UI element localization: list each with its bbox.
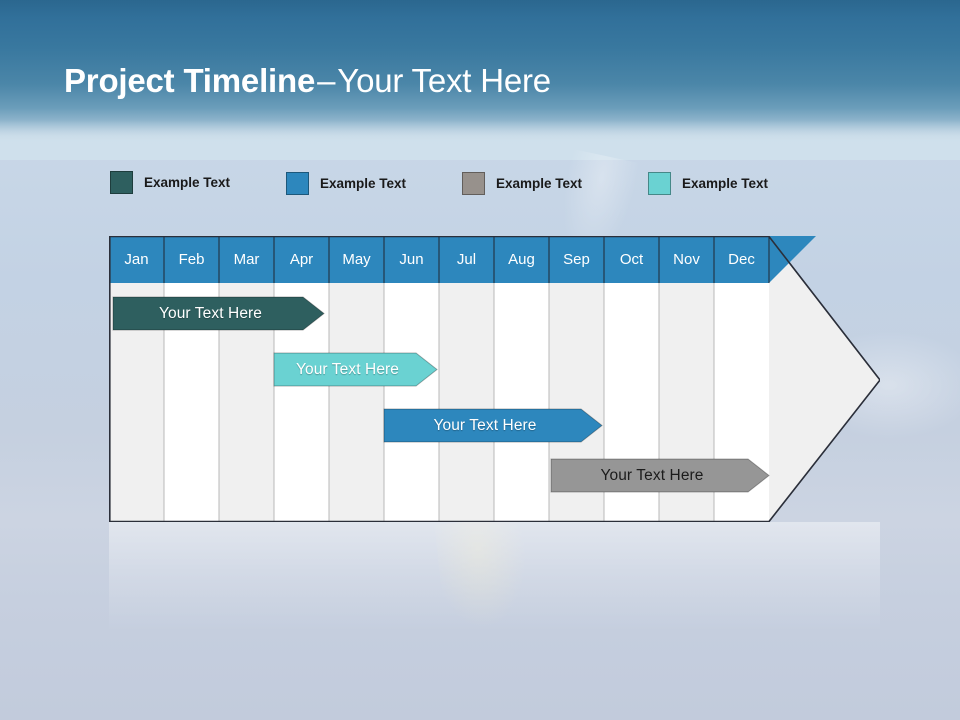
month-header-nov[interactable]: Nov bbox=[673, 251, 700, 268]
bar-shape-2 bbox=[273, 352, 438, 387]
timeline-bar-2[interactable]: Your Text Here bbox=[273, 352, 438, 387]
legend-item-2[interactable]: Example Text bbox=[286, 171, 406, 195]
month-header-wedge bbox=[769, 236, 816, 283]
month-header-oct[interactable]: Oct bbox=[619, 251, 644, 268]
legend-item-3[interactable]: Example Text bbox=[462, 171, 582, 195]
month-header-feb[interactable]: Feb bbox=[178, 251, 205, 268]
legend-label-3: Example Text bbox=[496, 175, 583, 191]
header-band bbox=[0, 0, 960, 143]
header-band-fade bbox=[0, 120, 960, 160]
legend-label-1: Example Text bbox=[144, 174, 231, 190]
page-title: Project Timeline–Your Text Here bbox=[64, 60, 551, 102]
legend-swatch-1 bbox=[110, 170, 133, 194]
legend-swatch-4 bbox=[648, 171, 671, 195]
month-header-aug[interactable]: Aug bbox=[508, 251, 535, 268]
legend-swatch-3 bbox=[462, 171, 485, 195]
bar-shape-3 bbox=[383, 408, 603, 443]
month-header-apr[interactable]: Apr bbox=[289, 251, 314, 268]
bar-shape-1 bbox=[112, 296, 325, 331]
bar-label-2: Your Text Here bbox=[295, 360, 400, 378]
bar-shape-4 bbox=[550, 458, 770, 493]
month-header-jan[interactable]: Jan bbox=[124, 251, 149, 268]
month-header-row: Jan Feb Mar Apr May Jun Jul Aug Sep Oct Nov Dec bbox=[109, 236, 770, 283]
month-header-sep[interactable]: Sep bbox=[563, 251, 590, 268]
bar-label-4: Your Text Here bbox=[600, 466, 704, 484]
bar-arrow-path-2 bbox=[273, 352, 438, 387]
month-header-mar[interactable]: Mar bbox=[233, 251, 260, 268]
month-column-Aug bbox=[494, 283, 549, 522]
month-header-jun[interactable]: Jun bbox=[399, 251, 424, 268]
bar-arrow-path-4 bbox=[550, 458, 770, 493]
legend-item-1[interactable]: Example Text bbox=[110, 170, 230, 194]
timeline-chart: Jan Feb Mar Apr May Jun Jul Aug Sep Oct Nov Dec You… bbox=[109, 236, 880, 522]
page-title-strong: Project Timeline bbox=[64, 62, 316, 99]
month-header-jul[interactable]: Jul bbox=[456, 251, 477, 268]
legend-item-4[interactable]: Example Text bbox=[648, 171, 768, 195]
page-title-dash: – bbox=[317, 62, 336, 99]
month-header-may[interactable]: May bbox=[342, 251, 371, 268]
bar-arrow-path-1 bbox=[112, 296, 325, 331]
month-header-dec[interactable]: Dec bbox=[728, 251, 755, 268]
bar-arrow-path-3 bbox=[383, 408, 603, 443]
month-column-Jun bbox=[384, 283, 439, 522]
legend-label-4: Example Text bbox=[682, 175, 769, 191]
month-column-May bbox=[329, 283, 384, 522]
legend-swatch-2 bbox=[286, 171, 309, 195]
month-column-Jul bbox=[439, 283, 494, 522]
page-title-light: Your Text Here bbox=[337, 62, 551, 99]
bar-label-3: Your Text Here bbox=[433, 416, 537, 434]
arrow-point-fill bbox=[769, 283, 880, 521]
timeline-bar-4[interactable]: Your Text Here bbox=[550, 458, 770, 493]
timeline-bar-1[interactable]: Your Text Here bbox=[112, 296, 325, 331]
bar-label-1: Your Text Here bbox=[158, 304, 263, 322]
legend-label-2: Example Text bbox=[320, 175, 407, 191]
timeline-bar-3[interactable]: Your Text Here bbox=[383, 408, 603, 443]
